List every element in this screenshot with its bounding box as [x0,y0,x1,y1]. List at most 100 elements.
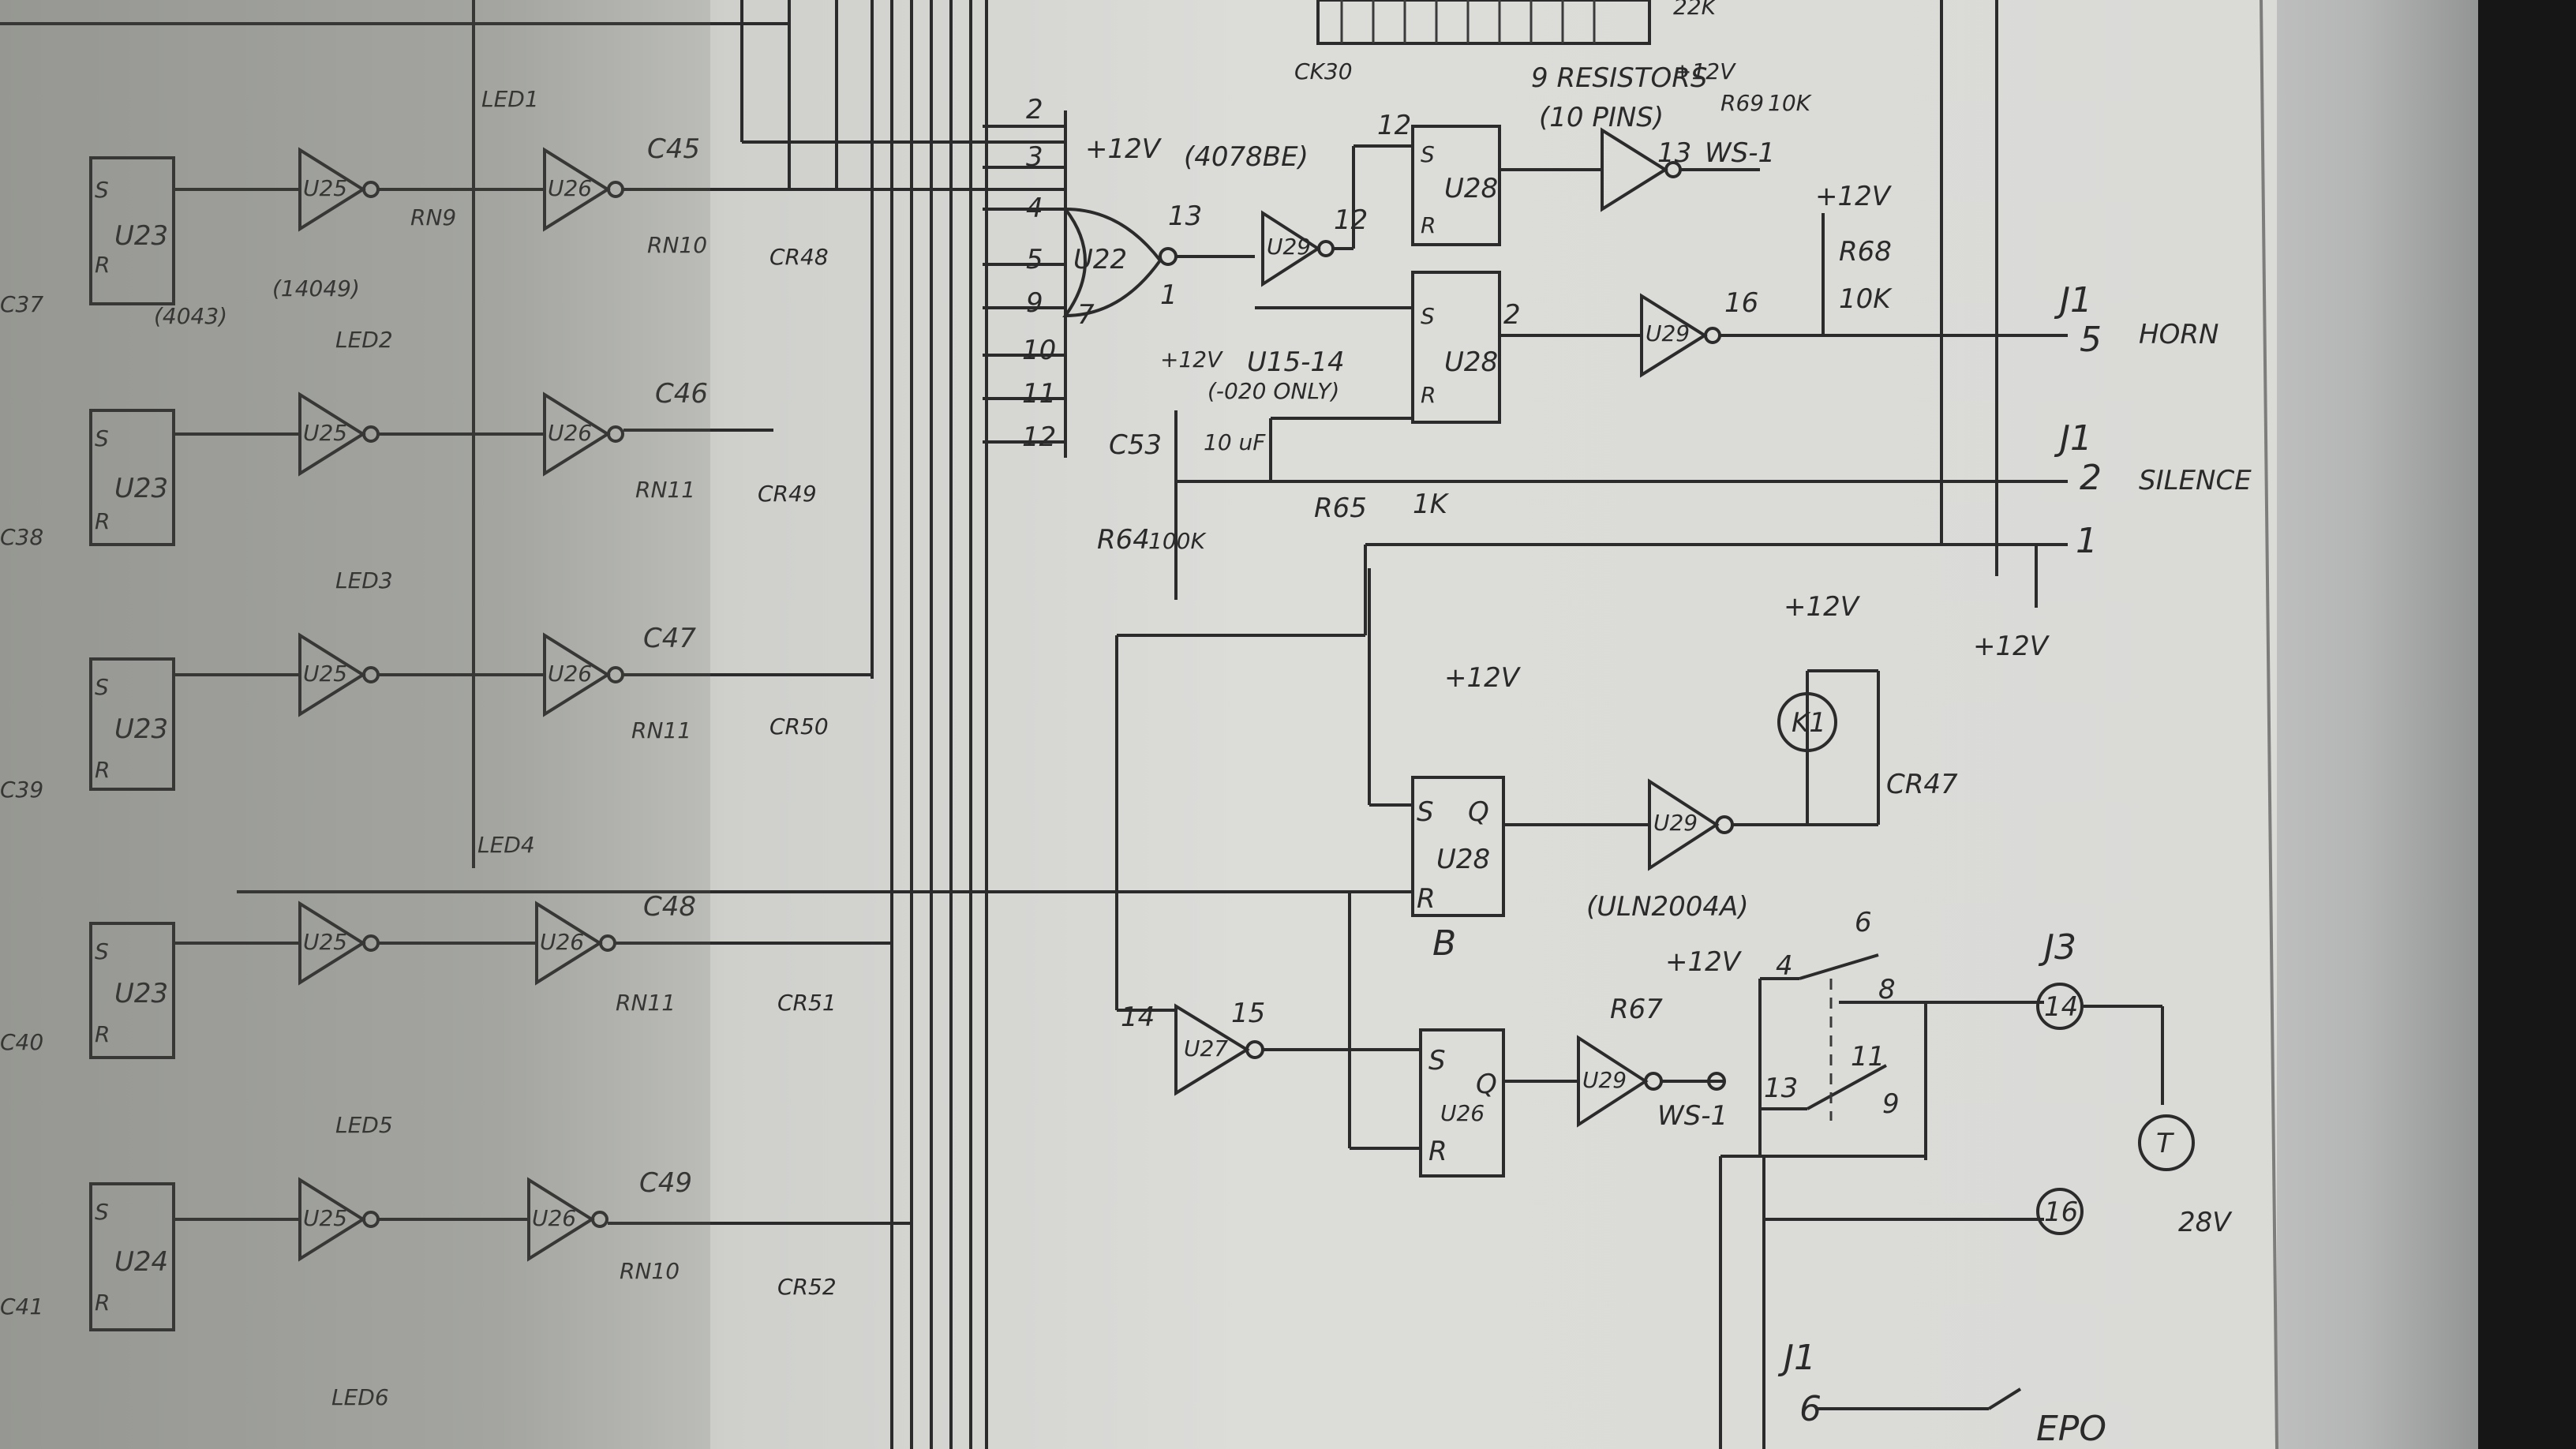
pin-label: 14 [2044,991,2078,1023]
pin-label: 7 [1077,299,1095,331]
u22-gate: U22 13 1 7 (4078BE) +12V [1061,133,1309,331]
j1-horn-connector: J1 5 HORN [2054,280,2218,360]
label-c48: C48 [643,891,696,923]
label-u29: U29 [1653,810,1698,836]
pin-label: 13 [1168,200,1202,232]
label-u28: U28 [1444,346,1498,378]
alarm-channel-4: S R U23 U25 U26 C48 RN11 CR51 LED4 C40 [0,832,892,1059]
label-rn9: RN9 [410,204,456,230]
label-12v: +12V [1973,631,2050,662]
label-r67: R67 [1610,994,1663,1025]
bottom-latch-chain: U27 14 15 S Q R U26 U29 WS-1 R67 +12V [1117,892,1743,1178]
pin-label: 13 [1657,137,1691,169]
label-4043: (4043) [154,303,227,329]
label-rn11: RN11 [635,477,695,503]
label-u26: U26 [540,929,584,955]
label-r69: R69 [1720,90,1764,116]
label-cr50: CR50 [769,713,829,739]
pin-label: S [1421,141,1435,167]
label-u25: U25 [303,420,347,446]
label-ws1: WS-1 [1705,137,1775,169]
pin-label: S [95,938,109,964]
label-12v: +12V [1085,133,1163,165]
label-led4: LED4 [477,832,535,858]
u29-inverter-b: WS-1 R69 +12V 10K 13 [1601,58,1813,212]
pin-label: S [95,674,109,700]
label-u28: U28 [1444,173,1498,204]
label-u26: U26 [548,175,592,201]
label-silence: SILENCE [2139,465,2252,496]
pin-label: B [1432,923,1456,964]
label-led6: LED6 [331,1384,389,1410]
alarm-channel-3: S R U23 U25 U26 C47 RN11 CR50 LED3 C39 [0,567,872,803]
pin-label: 4 [1776,950,1793,982]
label-cr48: CR48 [769,244,829,270]
pin-label: 8 [1878,974,1896,1005]
paper-edge [2260,0,2278,1449]
label-12v: +12V [1665,946,1743,978]
shadow-overlay [0,0,710,1449]
label-j1: J1 [2054,418,2092,459]
label-cr47: CR47 [1886,769,1958,800]
label-u25: U25 [303,929,347,955]
pin-label: S [1417,796,1434,828]
label-cr51: CR51 [777,990,837,1016]
label-u29: U29 [1267,234,1311,260]
label-u15: U15-14 [1247,346,1345,378]
alarm-channel-5: S R U24 U25 U26 C49 RN10 CR52 LED5 LED6 … [0,1112,912,1410]
label-u22: U22 [1073,244,1127,275]
label-ws1: WS-1 [1657,1100,1728,1132]
pin-label: R [95,1021,110,1047]
pin-label: R [95,1290,110,1316]
label-28v: 28V [2178,1207,2233,1238]
paper-sheet [0,0,2277,1449]
pin-label: R [1421,382,1436,408]
label-12v: +12V [1444,662,1522,694]
alarm-channel-1: S R U23 (4043) U25 (14049) U26 C45 RN10 … [0,86,1065,329]
u28-latch-mid: S R U28 U29 16 2 [1255,271,2068,424]
label-r64-value: 100K [1148,528,1207,554]
pin-label: R [95,757,110,783]
pin-label: R [1421,212,1436,238]
pin-label: 9 [1882,1088,1900,1120]
pin-label: 13 [1764,1073,1798,1104]
label-j1: J1 [1777,1338,1816,1378]
pin-label: 1 [2076,521,2098,561]
connector-block: 2 3 4 5 9 10 11 12 [983,94,1067,458]
pin-label: 12 [1334,204,1368,236]
label-resistors: 9 RESISTORS [1531,62,1707,94]
pin-label: 2 [2080,458,2102,498]
label-u26: U26 [548,661,592,687]
pin-label: 9 [1026,287,1043,319]
label-j3: J3 [2038,927,2076,968]
pin-label: 6 [1855,907,1872,938]
label-u29: U29 [1646,320,1690,346]
pin-label: 2 [1503,299,1521,331]
label-12v: +12V [1784,591,1861,623]
label-only: (-020 ONLY) [1208,378,1339,404]
label-rn11: RN11 [631,717,691,743]
pin-label: S [95,177,109,203]
label-k1: K1 [1792,707,1826,739]
label-r65: R65 [1314,492,1367,524]
label-u23: U23 [114,713,168,745]
label-12v: +12V [1160,346,1223,373]
pin-label: 4 [1026,193,1043,224]
label-c45: C45 [647,133,700,165]
switch-and-connectors: 14 J3 16 T 28V J1 6 EPO 6 4 8 11 13 9 [1719,907,2233,1449]
u29-inverter-a: U29 12 [1261,144,1413,287]
pin-label: 15 [1231,998,1265,1029]
label-r68-value: 10K [1839,283,1893,315]
label-c39: C39 [0,777,43,803]
pin-label: 2 [1026,94,1043,125]
label-uln2004: (ULN2004A) [1586,891,1749,923]
pin-label: 5 [2080,320,2102,360]
pin-label: S [1428,1045,1446,1076]
label-12v: +12V [1673,58,1736,84]
label-j1: J1 [2054,280,2092,320]
label-c37: C37 [0,291,43,317]
label-c40: C40 [0,1029,43,1055]
label-u26: U26 [532,1205,576,1231]
pin-label: S [95,1199,109,1225]
